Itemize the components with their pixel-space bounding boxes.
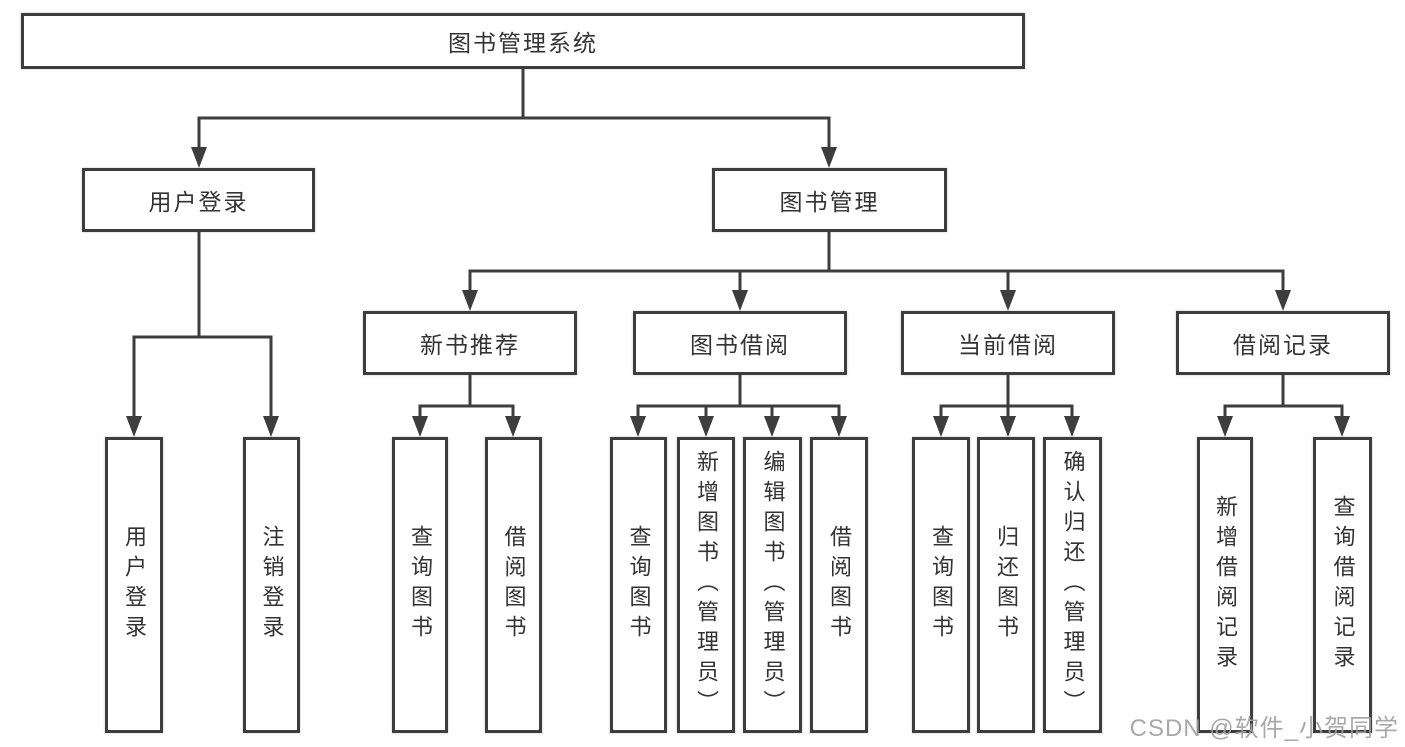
node-user-login: 用户登录 — [82, 168, 315, 232]
leaf-current-return-book-label: 归还图书 — [994, 525, 1019, 645]
leaf-recommend-query-book-label: 查询图书 — [408, 525, 433, 645]
leaf-login-label: 用户登录 — [122, 525, 147, 645]
leaf-records-query-record: 查询借阅记录 — [1313, 437, 1372, 733]
node-new-book-recommend-label: 新书推荐 — [420, 332, 520, 358]
node-current-borrow-label: 当前借阅 — [958, 332, 1058, 358]
leaf-records-add-record: 新增借阅记录 — [1197, 437, 1253, 733]
node-borrow-records: 借阅记录 — [1176, 311, 1390, 375]
leaf-records-add-record-label: 新增借阅记录 — [1213, 495, 1238, 675]
leaf-current-confirm-return-admin-label: 确认归还（管理员） — [1060, 450, 1086, 720]
leaf-recommend-borrow-book: 借阅图书 — [485, 437, 542, 733]
leaf-login: 用户登录 — [105, 437, 163, 733]
leaf-borrow-borrow-book: 借阅图书 — [810, 437, 868, 733]
leaf-borrow-borrow-book-label: 借阅图书 — [827, 525, 852, 645]
leaf-borrow-query-book-label: 查询图书 — [626, 525, 652, 645]
leaf-borrow-add-book-admin: 新增图书（管理员） — [677, 437, 735, 733]
leaf-borrow-edit-book-admin-label: 编辑图书（管理员） — [760, 450, 786, 720]
node-borrow-records-label: 借阅记录 — [1233, 332, 1333, 358]
node-book-borrow-label: 图书借阅 — [690, 332, 790, 358]
leaf-borrow-query-book: 查询图书 — [610, 437, 667, 733]
leaf-current-return-book: 归还图书 — [977, 437, 1035, 733]
leaf-current-query-book-label: 查询图书 — [929, 525, 954, 645]
leaf-current-query-book: 查询图书 — [912, 437, 970, 733]
node-book-borrow: 图书借阅 — [633, 311, 847, 375]
leaf-records-query-record-label: 查询借阅记录 — [1330, 495, 1356, 675]
leaf-recommend-borrow-book-label: 借阅图书 — [501, 525, 527, 645]
leaf-logout-label: 注销登录 — [259, 525, 285, 645]
node-book-management: 图书管理 — [712, 168, 947, 232]
node-current-borrow: 当前借阅 — [901, 311, 1115, 375]
csdn-watermark: CSDN @软件_小贺同学 — [1129, 715, 1399, 742]
leaf-borrow-edit-book-admin: 编辑图书（管理员） — [743, 437, 802, 733]
root-node-library-system: 图书管理系统 — [21, 13, 1025, 69]
node-new-book-recommend: 新书推荐 — [363, 311, 577, 375]
root-node-label: 图书管理系统 — [448, 30, 598, 56]
leaf-borrow-add-book-admin-label: 新增图书（管理员） — [694, 450, 719, 720]
node-user-login-label: 用户登录 — [148, 189, 249, 215]
node-book-management-label: 图书管理 — [779, 189, 880, 215]
leaf-recommend-query-book: 查询图书 — [392, 437, 448, 733]
leaf-logout: 注销登录 — [243, 437, 300, 733]
leaf-current-confirm-return-admin: 确认归还（管理员） — [1043, 437, 1102, 733]
